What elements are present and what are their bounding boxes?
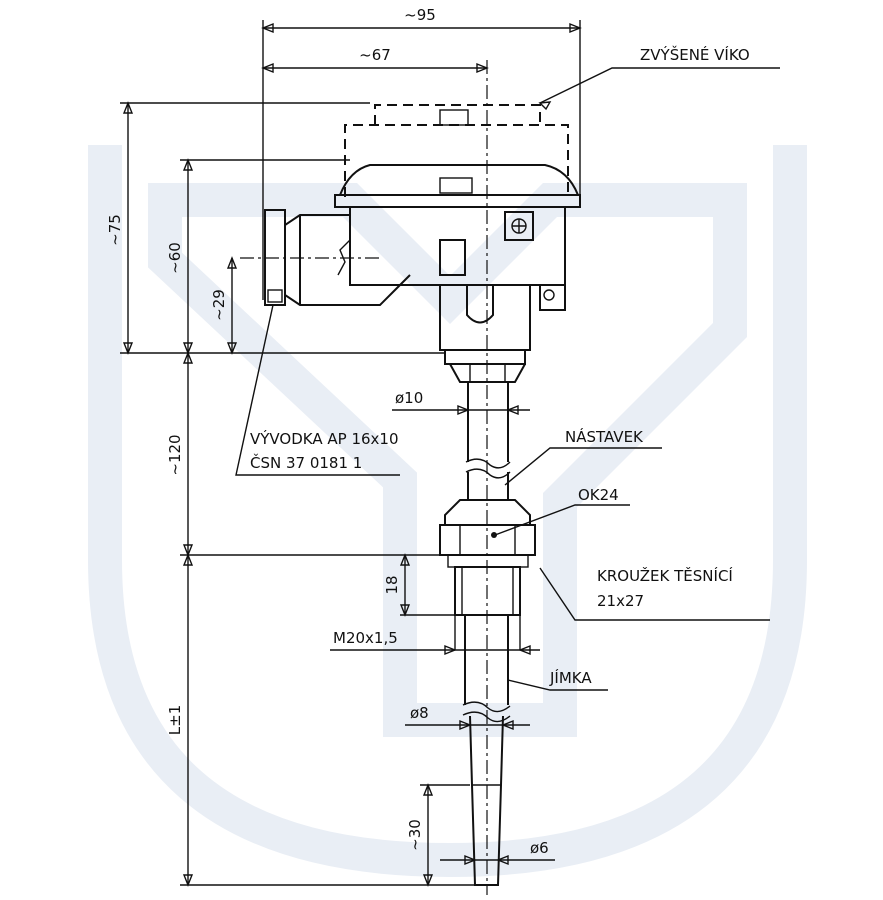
dim-L: L±1 bbox=[166, 705, 184, 735]
watermark-logo bbox=[88, 145, 807, 878]
dim-75: ~75 bbox=[106, 214, 124, 246]
label-krouzek-line1: KROUŽEK TĚSNÍCÍ bbox=[597, 566, 733, 585]
label-jimka: JÍMKA bbox=[549, 668, 592, 687]
label-zvysene-viko: ZVÝŠENÉ VÍKO bbox=[640, 45, 750, 64]
dim-120: ~120 bbox=[166, 434, 184, 475]
dim-95: ~95 bbox=[404, 6, 436, 24]
dim-18: 18 bbox=[383, 575, 401, 594]
label-vyvodka-line2: ČSN 37 0181 1 bbox=[250, 453, 362, 472]
leader-lines bbox=[235, 67, 780, 691]
dim-60: ~60 bbox=[166, 242, 184, 274]
label-vyvodka-line1: VÝVODKA AP 16x10 bbox=[250, 429, 399, 448]
dimension-texts: ~95 ~67 ~75 ~60 ~29 ~120 18 L±1 ~30 ø10 … bbox=[106, 6, 549, 857]
dim-30: ~30 bbox=[406, 819, 424, 851]
dim-phi8: ø8 bbox=[410, 704, 429, 722]
dim-29: ~29 bbox=[210, 289, 228, 321]
part-labels: ZVÝŠENÉ VÍKO NÁSTAVEK OK24 KROUŽEK TĚSNÍ… bbox=[250, 45, 750, 687]
dim-phi6: ø6 bbox=[530, 839, 549, 857]
dimension-lines bbox=[120, 20, 582, 887]
dim-m20: M20x1,5 bbox=[333, 629, 398, 647]
label-krouzek-line2: 21x27 bbox=[597, 592, 644, 610]
label-ok24: OK24 bbox=[578, 486, 619, 504]
label-nastavek: NÁSTAVEK bbox=[565, 427, 644, 446]
cable-gland bbox=[240, 209, 411, 306]
dim-67: ~67 bbox=[359, 46, 391, 64]
dim-phi10: ø10 bbox=[395, 389, 423, 407]
